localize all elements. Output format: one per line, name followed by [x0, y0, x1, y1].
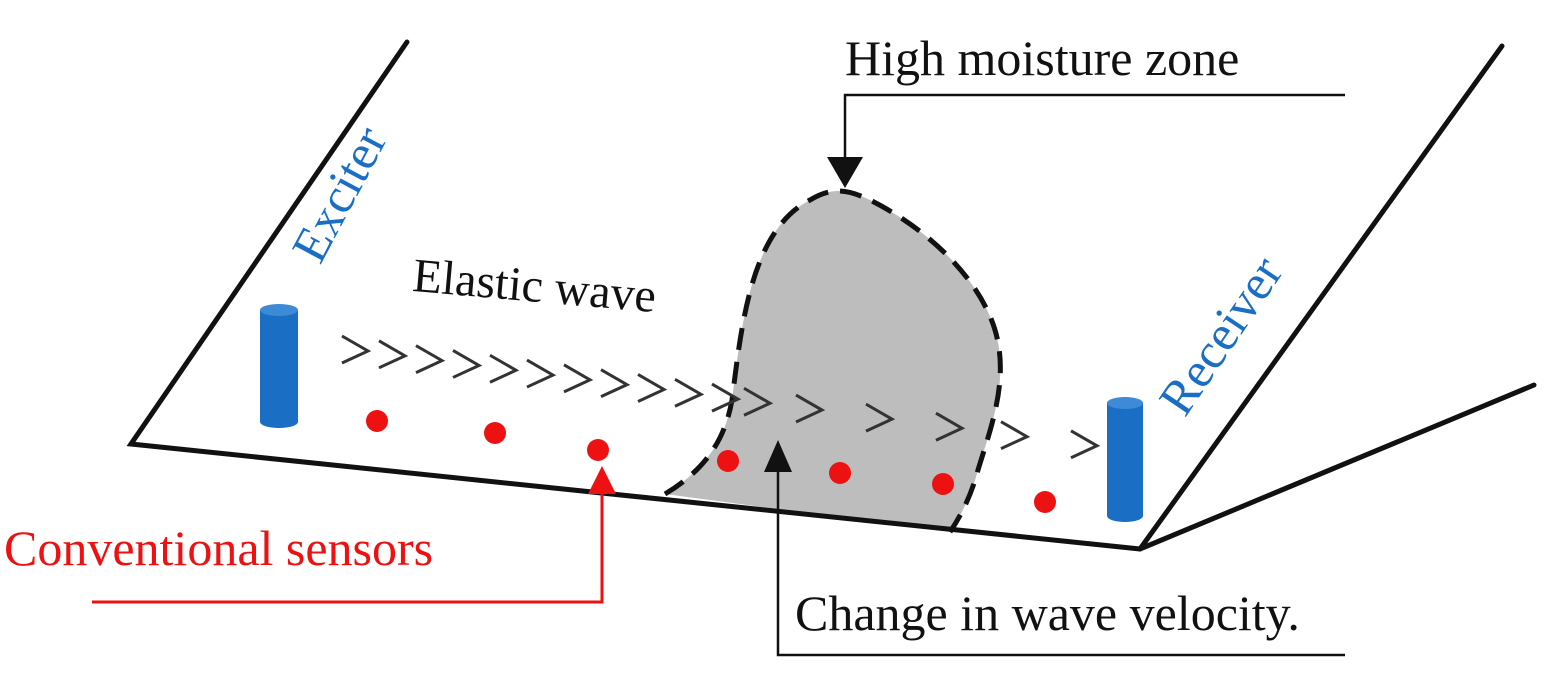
wave-chevron	[935, 411, 966, 442]
high-moisture-zone-area	[665, 191, 1001, 532]
left-slope-line	[126, 39, 1143, 552]
wave-chevron	[489, 353, 520, 384]
wave-chevron	[341, 334, 372, 365]
wave-chevron	[378, 339, 409, 370]
conventional-sensors-label: Conventional sensors	[4, 520, 434, 576]
sensor-dot	[829, 462, 851, 484]
conventional-sensors-leader	[92, 466, 616, 604]
wave-chevron	[526, 358, 557, 389]
high-moisture-zone-boundary	[663, 188, 1003, 534]
sensor-dot	[484, 422, 506, 444]
wave-chevron	[795, 393, 826, 424]
sensor-dot	[366, 410, 388, 432]
high-moisture-zone-leader	[827, 93, 1345, 188]
sensor-dot	[587, 439, 609, 461]
sensor-dot	[932, 473, 954, 495]
wave-chevron	[452, 349, 483, 379]
right-ground-line	[1137, 382, 1537, 552]
wave-chevron	[674, 377, 705, 408]
wave-chevron	[600, 368, 631, 399]
exciter-device	[260, 304, 298, 428]
wave-chevron	[563, 363, 594, 394]
change-in-wave-velocity-label: Change in wave velocity.	[795, 585, 1300, 641]
wave-chevron	[711, 382, 742, 413]
slope-outline	[126, 39, 1537, 552]
conventional-sensor-dots	[366, 410, 1056, 513]
wave-chevron	[1000, 420, 1031, 451]
wave-chevron	[865, 402, 896, 433]
change-in-wave-velocity-leader	[764, 440, 1345, 657]
receiver-device	[1107, 397, 1143, 522]
wave-chevron	[1070, 429, 1101, 460]
high-moisture-zone-label: High moisture zone	[845, 30, 1240, 86]
wave-chevron	[637, 373, 668, 403]
wave-chevron	[415, 344, 446, 374]
wave-chevron	[743, 386, 774, 417]
sensor-dot	[717, 450, 739, 472]
right-slope-line	[1137, 43, 1505, 552]
elastic-wave-chevrons	[341, 334, 1101, 460]
sensor-dot	[1034, 491, 1056, 513]
